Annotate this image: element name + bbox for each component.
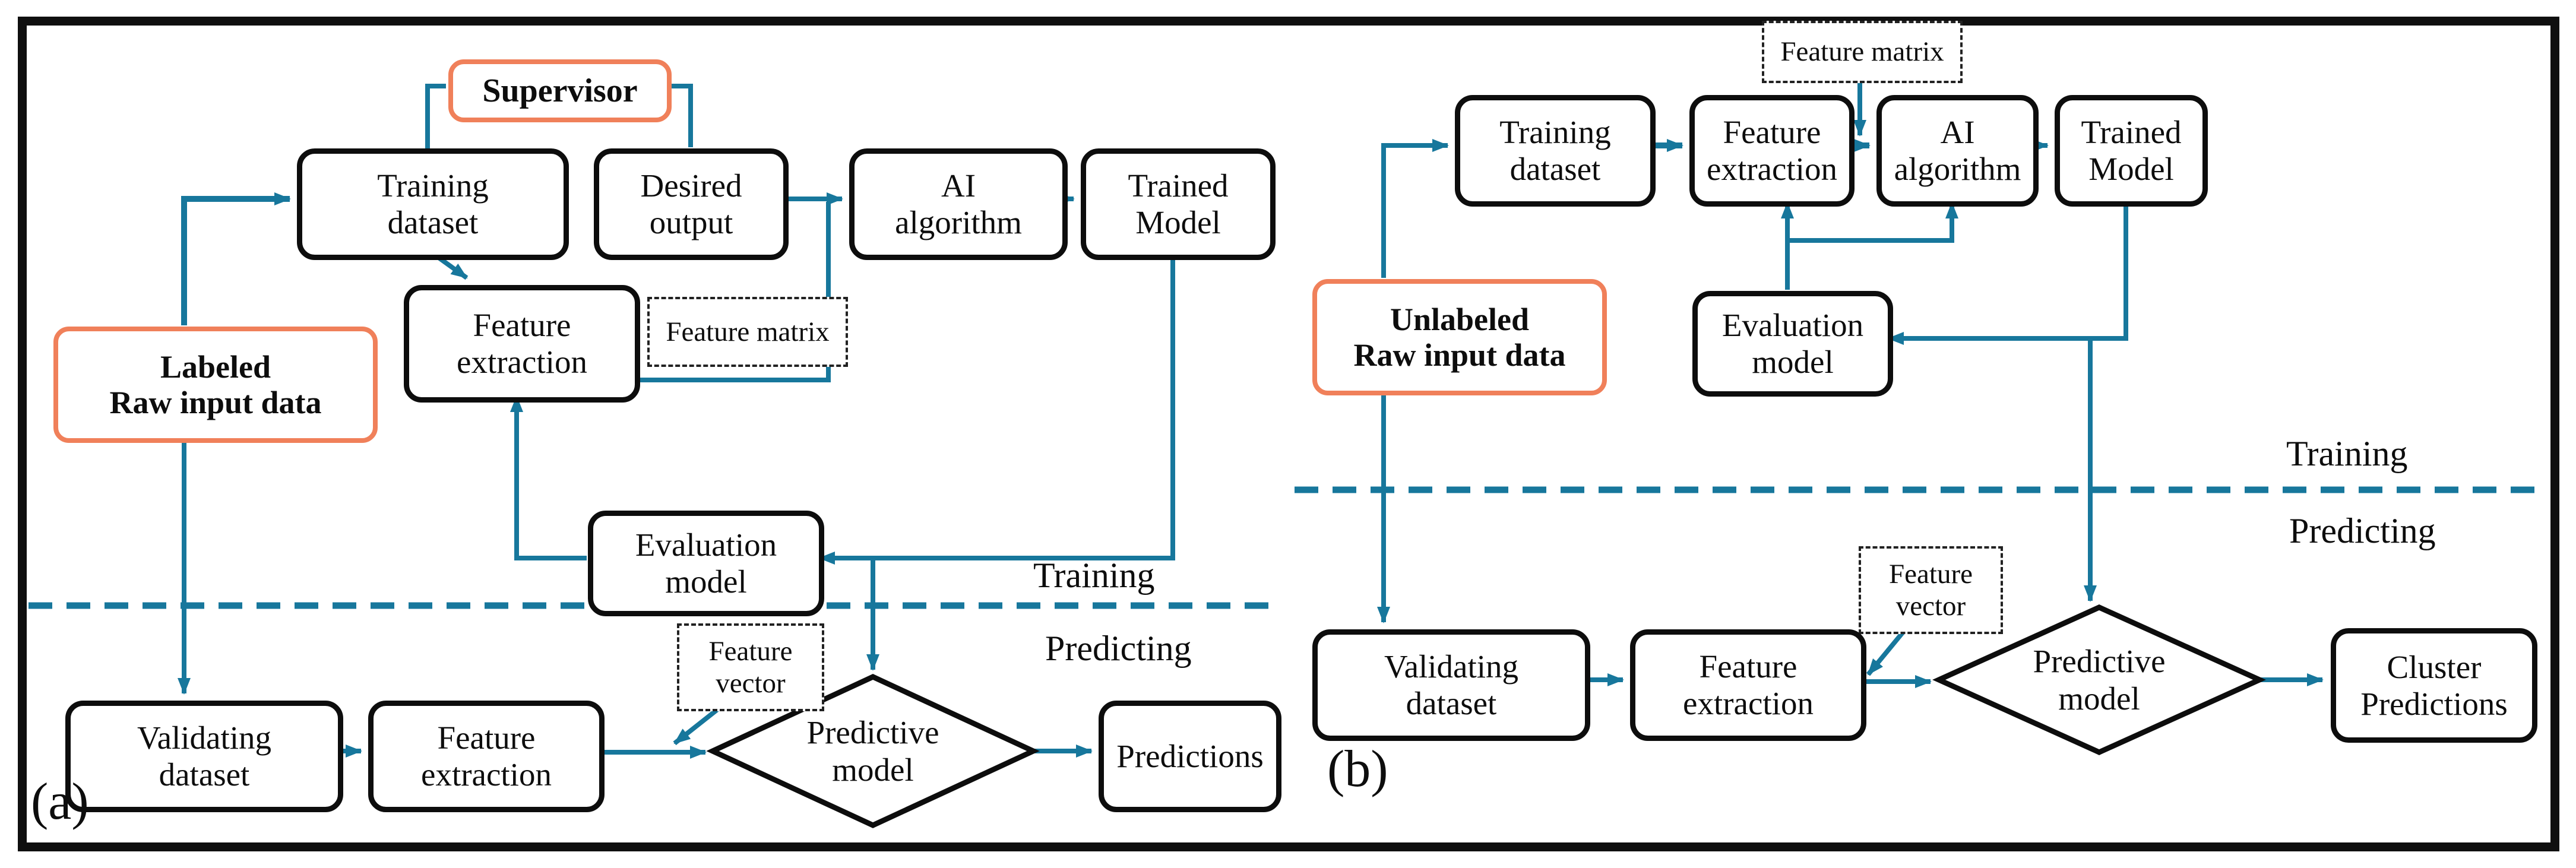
- arrow-a-evaluationmodel-to-featureextraction: [510, 395, 587, 560]
- node-a-feature-extraction-training: Feature extraction: [404, 285, 640, 403]
- label-a-feature-vector: Feature vector: [677, 623, 824, 711]
- zone-label-a-predicting: Predicting: [1045, 629, 1192, 668]
- label-b-feature-vector: Feature vector: [1859, 546, 2003, 634]
- node-a-supervisor: Supervisor: [448, 59, 672, 122]
- node-b-trained-model: Trained Model: [2055, 95, 2208, 207]
- node-b-predictive-model: Predictive model: [2033, 642, 2166, 717]
- node-a-desired-output: Desired output: [594, 148, 789, 260]
- node-a-predictions: Predictions: [1099, 701, 1281, 812]
- panel-label-a: (a): [31, 773, 89, 831]
- node-b-training-dataset: Training dataset: [1455, 95, 1656, 207]
- arrow-a-labeled-to-trainingdataset: [181, 192, 291, 325]
- node-a-labeled-raw-input-data: Labeled Raw input data: [53, 327, 378, 443]
- label-a-feature-matrix: Feature matrix: [647, 297, 848, 367]
- arrow-a-featurevector-label: [673, 705, 721, 746]
- node-a-ai-algorithm: AI algorithm: [849, 148, 1068, 260]
- arrow-b-featurevector-label: [1866, 629, 1907, 676]
- node-a-validating-dataset: Validating dataset: [65, 701, 343, 812]
- zone-label-b-predicting: Predicting: [2289, 511, 2436, 550]
- node-b-unlabeled-raw-input-data: Unlabeled Raw input data: [1312, 279, 1607, 395]
- zone-label-b-training: Training: [2286, 434, 2408, 473]
- node-b-ai-algorithm: AI algorithm: [1876, 95, 2039, 207]
- zone-label-a-training: Training: [1033, 556, 1155, 595]
- line-a-featurematrix-join: [631, 202, 831, 382]
- node-a-trained-model: Trained Model: [1081, 148, 1276, 260]
- node-a-feature-extraction-predict: Feature extraction: [368, 701, 605, 812]
- node-b-feature-extraction-training: Feature extraction: [1689, 95, 1855, 207]
- panel-label-b: (b): [1327, 740, 1388, 798]
- arrow-b-unlabeled-to-trainingdataset: [1381, 139, 1449, 278]
- arrow-a-trainingdataset-to-supervisor: [425, 84, 446, 148]
- label-b-feature-matrix: Feature matrix: [1762, 21, 1963, 83]
- arrow-b-evaluationmodel-to-aialgorithm: [1787, 202, 1958, 243]
- arrow-b-trainedmodel-to-evaluationmodel: [1887, 197, 2128, 345]
- arrow-a-supervisor-to-desiredoutput: [662, 84, 693, 147]
- node-b-evaluation-model: Evaluation model: [1692, 291, 1893, 397]
- node-a-evaluation-model: Evaluation model: [588, 511, 824, 616]
- node-a-training-dataset: Training dataset: [297, 148, 569, 260]
- node-b-feature-extraction-predict: Feature extraction: [1630, 629, 1866, 741]
- node-b-validating-dataset: Validating dataset: [1312, 629, 1590, 741]
- node-b-cluster-predictions: Cluster Predictions: [2331, 628, 2537, 743]
- predictive-model-diamond-b: [1932, 604, 2266, 755]
- arrow-a-trainedmodel-to-evaluationmodel: [818, 251, 1175, 565]
- figure-border: [18, 17, 2559, 851]
- node-a-predictive-model: Predictive model: [806, 714, 939, 788]
